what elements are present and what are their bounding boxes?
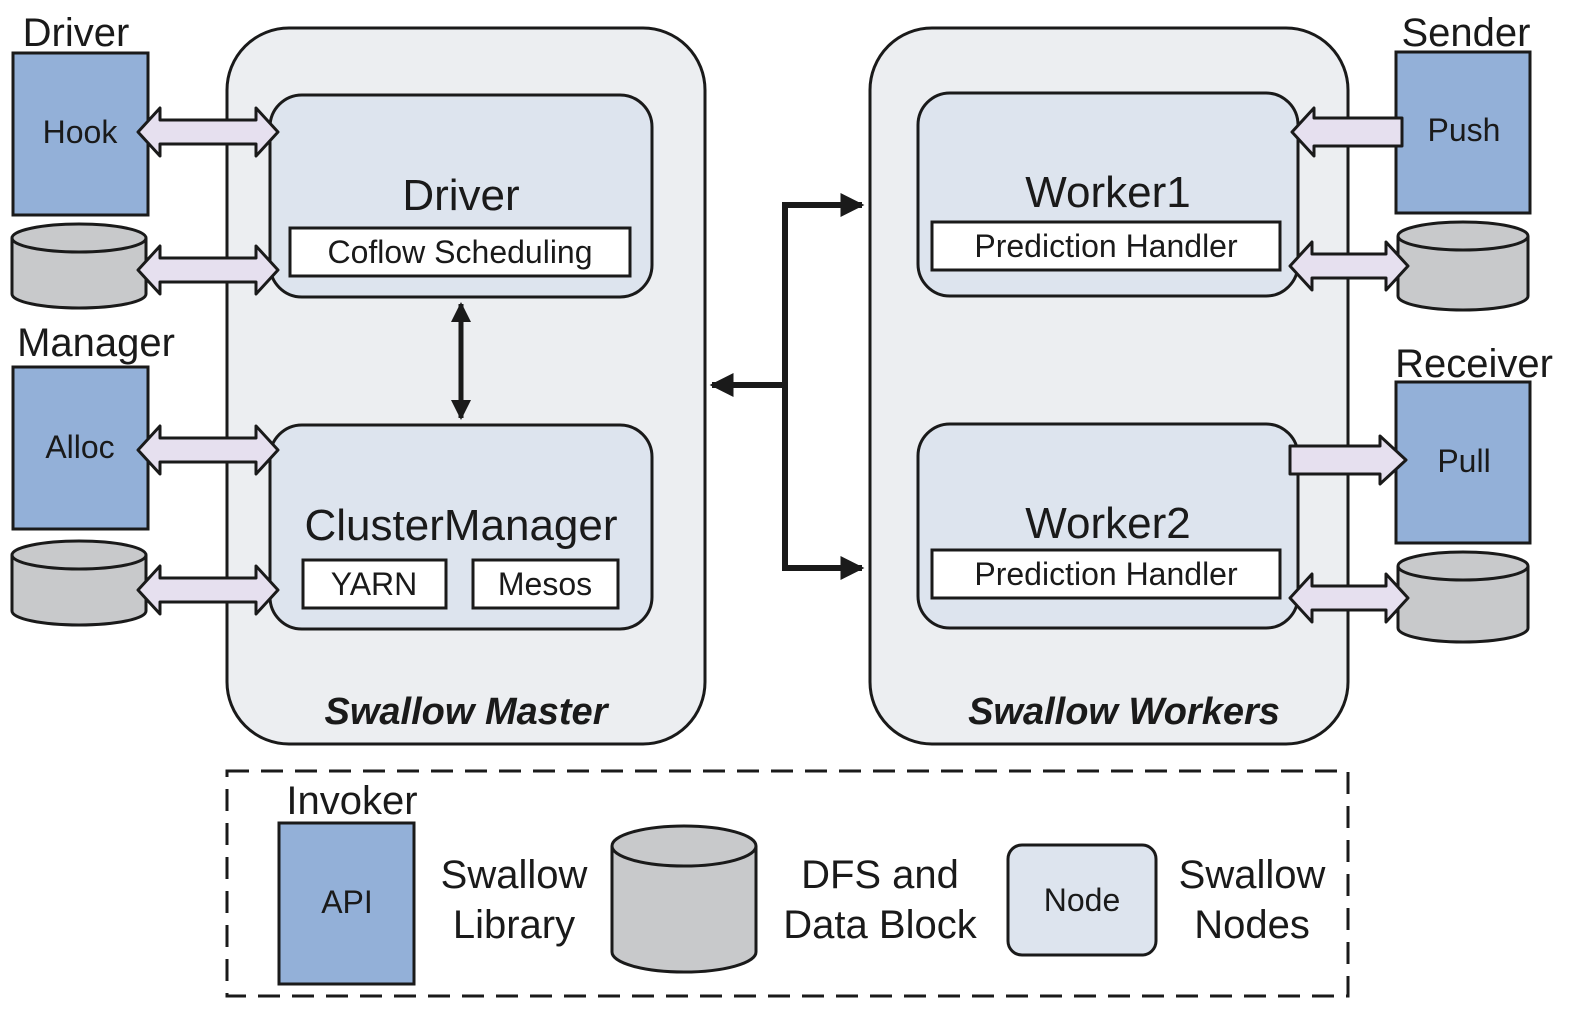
mesos-box xyxy=(471,558,620,610)
push-worker1-arrow xyxy=(1290,106,1404,158)
legend-box xyxy=(225,769,1350,998)
hook-library-box[interactable] xyxy=(11,51,150,217)
swallow-master-title: Swallow Master xyxy=(325,691,610,733)
pull-label: Pull xyxy=(1437,443,1490,479)
disk-cluster-arrow xyxy=(136,564,280,616)
legend-node-box xyxy=(1006,843,1158,957)
worker2-prediction-box xyxy=(930,548,1282,600)
legend-dfs-line2: Data Block xyxy=(783,903,977,947)
alloc-library-box[interactable] xyxy=(11,365,150,531)
legend-library-line1: Swallow xyxy=(441,853,588,897)
coflow-scheduling-box xyxy=(288,226,632,278)
worker2-pull-arrow xyxy=(1288,434,1408,486)
driver-node-title: Driver xyxy=(402,171,519,220)
worker2-prediction-label: Prediction Handler xyxy=(974,556,1238,592)
master-workers-connector xyxy=(709,193,865,580)
cluster-manager-title: ClusterManager xyxy=(304,501,617,550)
legend-library-line2: Library xyxy=(453,903,575,947)
manager-caption: Manager xyxy=(17,321,175,365)
legend-disk-icon xyxy=(610,824,758,974)
legend-dfs-line1: DFS and xyxy=(801,853,959,897)
sender-caption: Sender xyxy=(1402,11,1531,55)
receiver-caption: Receiver xyxy=(1395,342,1553,386)
pull-library-box[interactable] xyxy=(1394,380,1532,545)
worker1-prediction-box xyxy=(930,220,1282,272)
driver-caption: Driver xyxy=(23,11,130,55)
worker1-title: Worker1 xyxy=(1025,168,1190,217)
push-label: Push xyxy=(1428,112,1501,148)
legend-nodes-line1: Swallow xyxy=(1179,853,1326,897)
hook-label: Hook xyxy=(43,114,119,150)
yarn-box xyxy=(301,558,448,610)
mesos-label: Mesos xyxy=(498,566,592,602)
swallow-workers-title: Swallow Workers xyxy=(968,691,1280,733)
manager-disk-icon xyxy=(10,539,148,627)
legend-node-label: Node xyxy=(1044,882,1121,918)
yarn-label: YARN xyxy=(331,566,418,602)
invoker-caption: Invoker xyxy=(286,779,417,823)
coflow-scheduling-label: Coflow Scheduling xyxy=(327,234,592,270)
disk-driver-arrow xyxy=(136,244,280,296)
driver-disk-icon xyxy=(10,222,148,310)
legend-api-label: API xyxy=(321,884,373,920)
legend-api-box xyxy=(277,821,416,986)
alloc-label: Alloc xyxy=(45,429,114,465)
worker2-disk-arrow xyxy=(1288,572,1410,624)
worker2-title: Worker2 xyxy=(1025,499,1190,548)
push-library-box[interactable] xyxy=(1394,50,1532,215)
worker1-prediction-label: Prediction Handler xyxy=(974,228,1238,264)
receiver-disk-icon xyxy=(1396,550,1530,644)
worker1-disk-arrow xyxy=(1288,240,1410,292)
alloc-cluster-arrow xyxy=(136,424,280,476)
hook-driver-arrow xyxy=(136,106,280,158)
sender-disk-icon xyxy=(1396,220,1530,312)
legend-nodes-line2: Nodes xyxy=(1194,903,1310,947)
